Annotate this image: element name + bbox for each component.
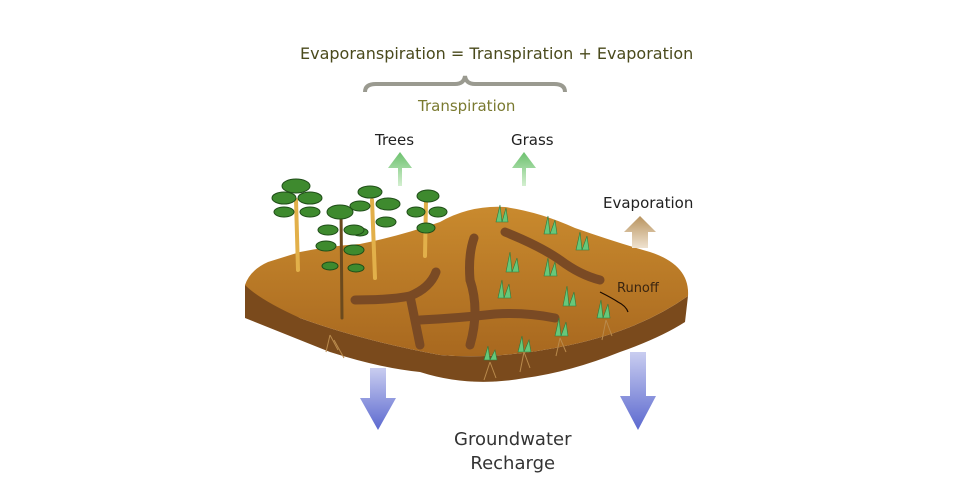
recharge-line: Recharge: [470, 453, 556, 474]
runoff-label: Runoff: [617, 281, 659, 296]
soil-side: [245, 285, 688, 382]
grass-tuft-icon: [483, 204, 611, 361]
evaporation-label: Evaporation: [603, 194, 694, 212]
transpiration-arrow-icon: [388, 152, 412, 186]
recharge-arrow-icon: [620, 352, 656, 430]
equation-label: Evaporanspiration = Transpiration + Evap…: [300, 44, 694, 63]
grass-label: Grass: [511, 131, 554, 149]
runoff-channels: [350, 227, 605, 350]
transpiration-arrow-icon: [512, 152, 536, 186]
evaporation-arrow-icon: [624, 216, 656, 248]
groundwater-line: Groundwater: [454, 429, 572, 450]
transpiration-label: Transpiration: [418, 97, 516, 115]
trees-label: Trees: [375, 131, 415, 149]
recharge-arrow-icon: [360, 368, 396, 430]
brace: [363, 75, 567, 93]
runoff-curl: [599, 291, 629, 313]
groundwater-recharge-label: Groundwater Recharge: [454, 428, 572, 476]
tree-icon: [271, 178, 448, 273]
tree-trunks: [294, 198, 428, 320]
roots: [325, 319, 613, 381]
